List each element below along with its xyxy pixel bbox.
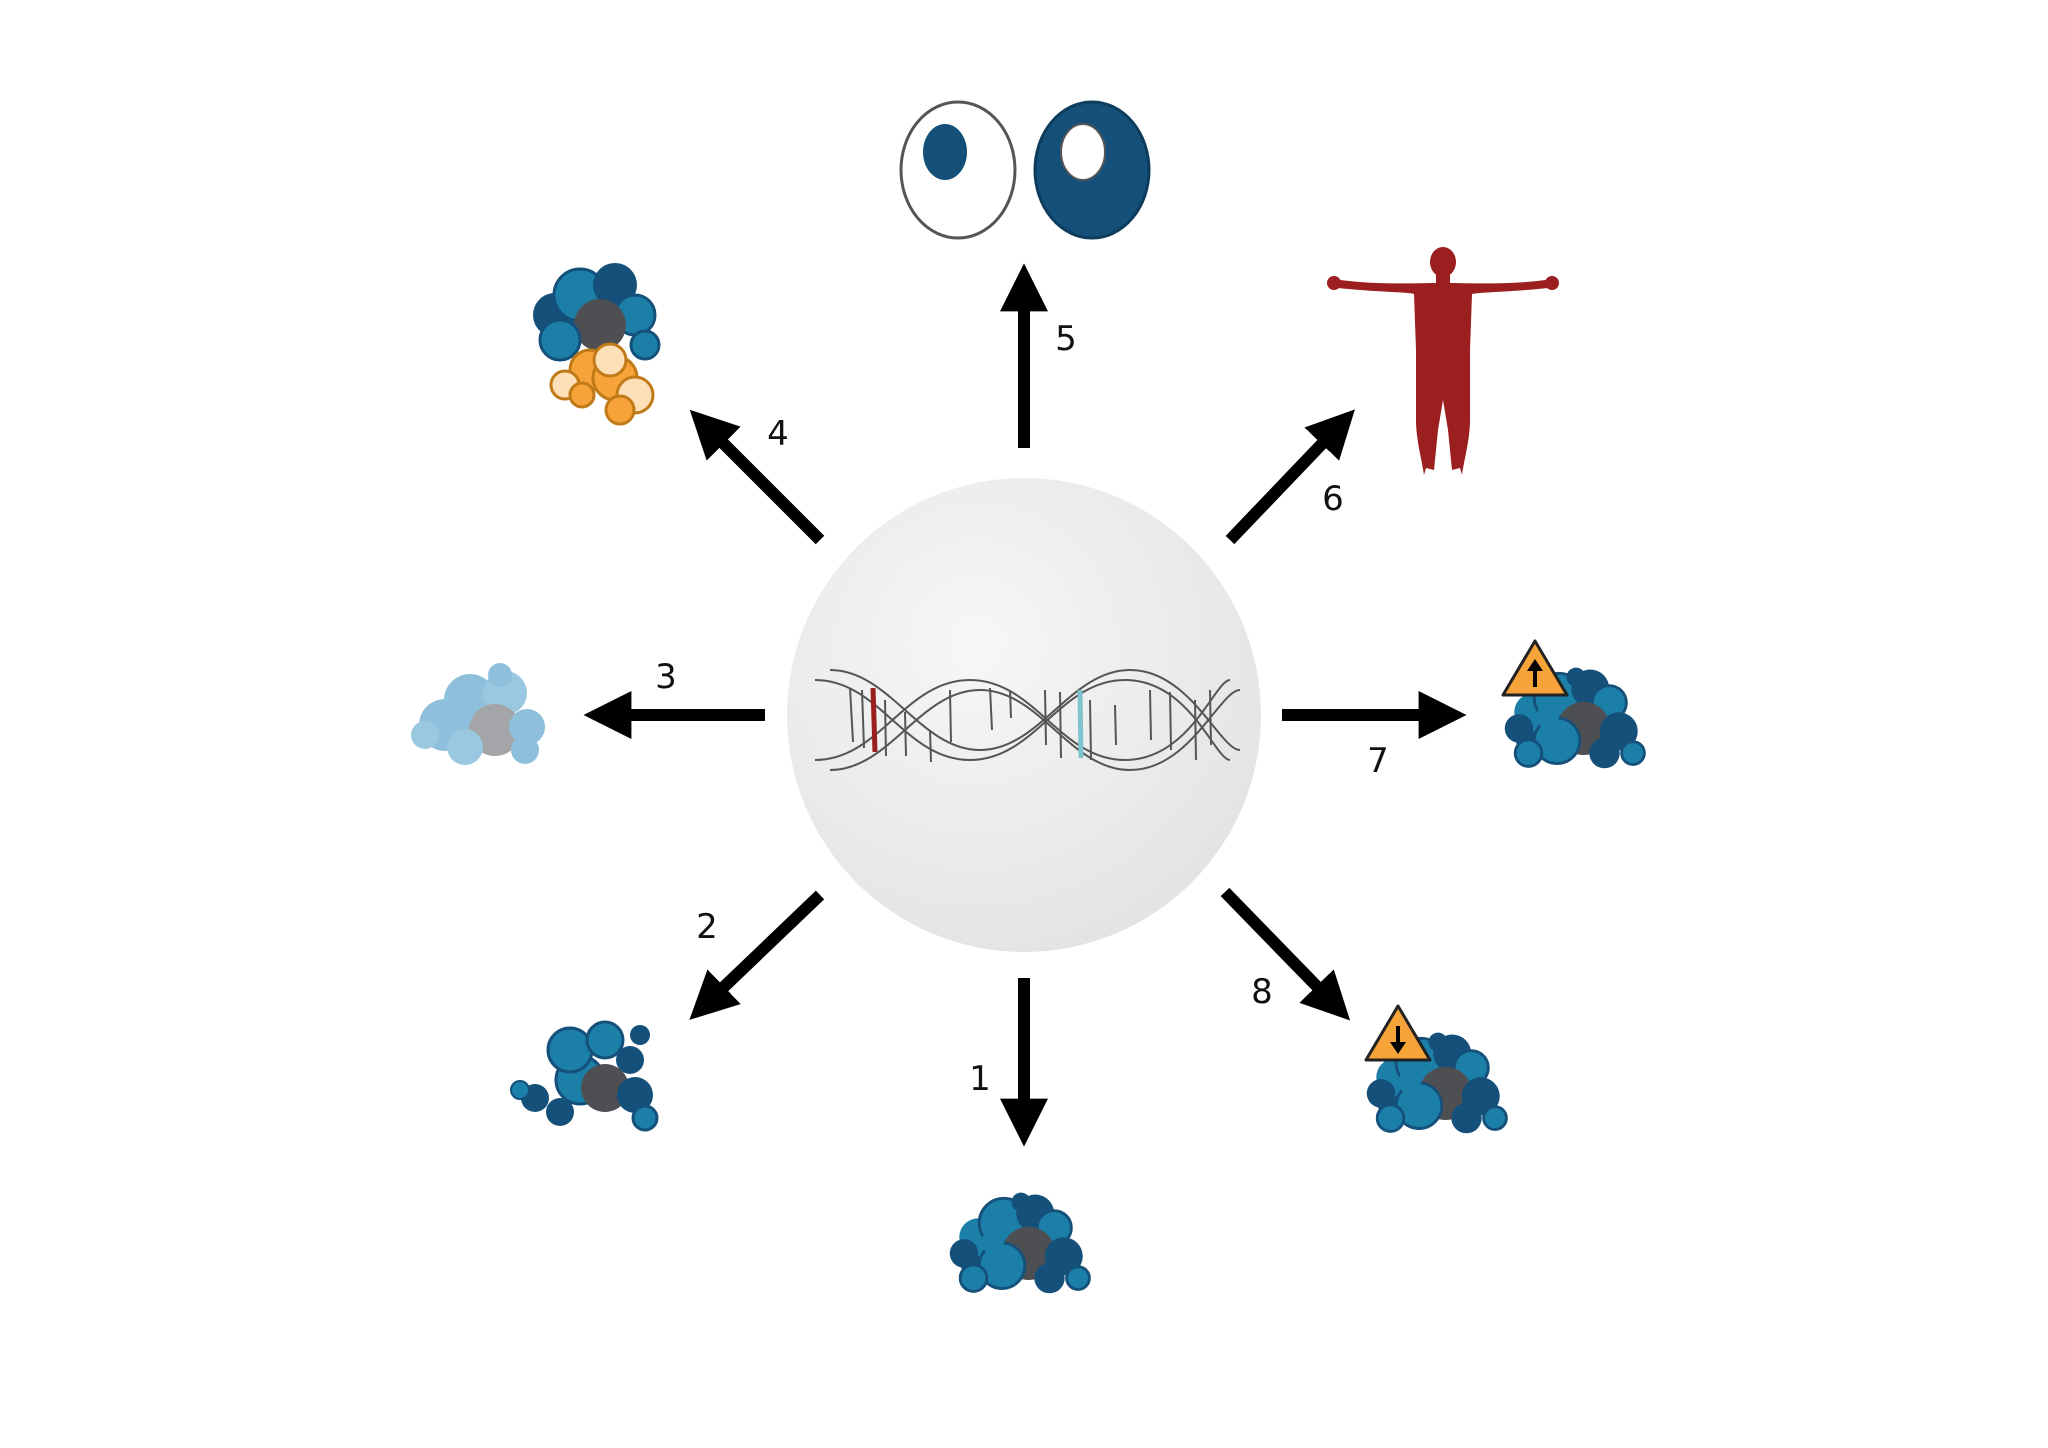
arrow-label-4: 4 xyxy=(767,414,789,454)
center-sphere xyxy=(787,478,1261,952)
arrow-8 xyxy=(1220,887,1351,1021)
cell-nucleus-icon xyxy=(899,100,1151,240)
dna-double-helix-icon xyxy=(814,668,1241,772)
arrow-label-8: 8 xyxy=(1251,972,1273,1012)
human-body-icon xyxy=(1327,247,1559,475)
arrow-label-1: 1 xyxy=(969,1059,991,1099)
misfolded-protein-icon xyxy=(510,1020,659,1132)
arrows xyxy=(583,263,1467,1147)
arrow-label-2: 2 xyxy=(696,907,718,947)
arrow-label-7: 7 xyxy=(1367,741,1389,781)
arrow-label-5: 5 xyxy=(1055,319,1077,359)
arrow-4 xyxy=(689,409,825,545)
arrow-2 xyxy=(689,890,825,1020)
arrow-label-3: 3 xyxy=(655,657,677,697)
protein-activity-up-icon xyxy=(1501,639,1646,770)
faded-protein-icon xyxy=(411,663,545,765)
arrow-label-6: 6 xyxy=(1322,479,1344,519)
warning-up-icon xyxy=(1501,639,1569,697)
protein-activity-down-icon xyxy=(1364,1004,1508,1135)
protein-binding-partner-icon xyxy=(533,263,661,426)
warning-down-icon xyxy=(1364,1004,1432,1062)
folded-protein-icon xyxy=(948,1191,1091,1295)
arrow-6 xyxy=(1225,409,1355,545)
